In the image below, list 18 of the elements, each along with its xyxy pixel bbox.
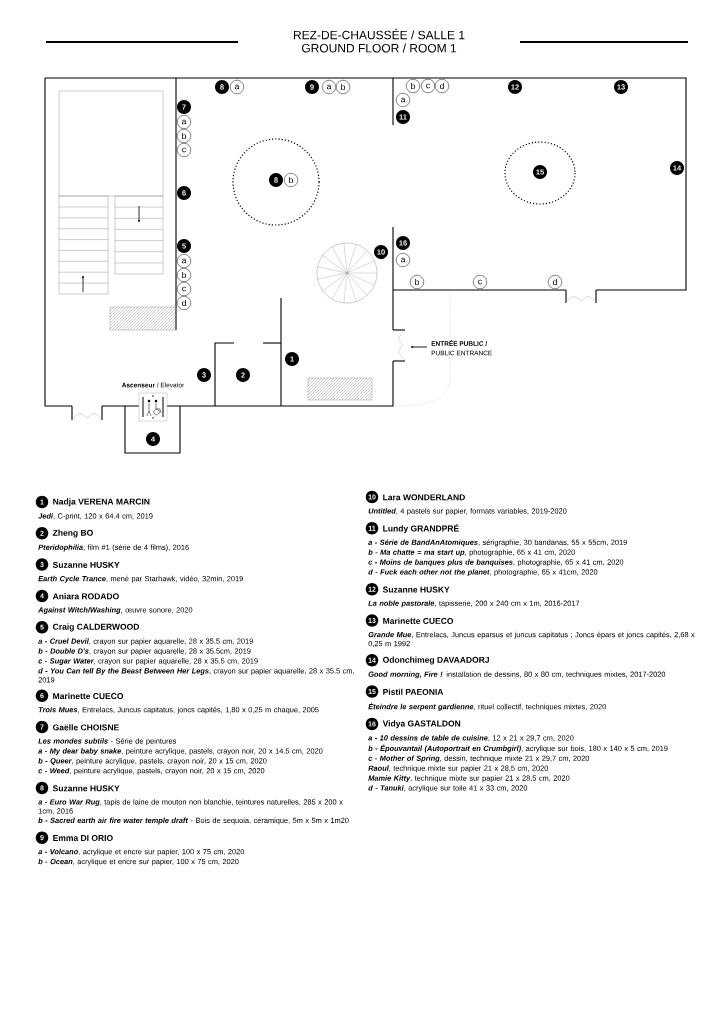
title: REZ-DE-CHAUSSÉE / SALLE 1	[293, 28, 465, 40]
artist-name: Marinette CUECO	[383, 617, 454, 624]
artist-name: Craig CALDERWOOD	[53, 623, 140, 632]
artist-name: Odonchimeg DAVAADORJ	[383, 656, 489, 665]
artist-name: Emma DI ORIO	[53, 834, 113, 841]
artist-name: Vidya GASTALDON	[382, 720, 461, 729]
artist-name: Pistil PAEONIA	[383, 688, 444, 695]
artist-name: Lundy GRANDPRÉ	[383, 523, 459, 534]
artist-name: Suzanne HUSKY	[382, 586, 450, 593]
artist-name: Marinette CUECO	[53, 692, 124, 700]
artist-name: Aniara RODADO	[52, 593, 119, 600]
subtitle: GROUND FLOOR / ROOM 1	[301, 43, 457, 53]
artist-name: Zheng BO	[52, 529, 93, 538]
artist-name: Gaëlle CHOISNE	[53, 724, 119, 731]
artist-name: Suzanne HUSKY	[52, 561, 120, 568]
artist-name: Lara WONDERLAND	[383, 494, 465, 501]
artist-name: Suzanne HUSKY	[52, 785, 120, 792]
artist-name: Nadja VERENA MARCIN	[53, 498, 150, 507]
